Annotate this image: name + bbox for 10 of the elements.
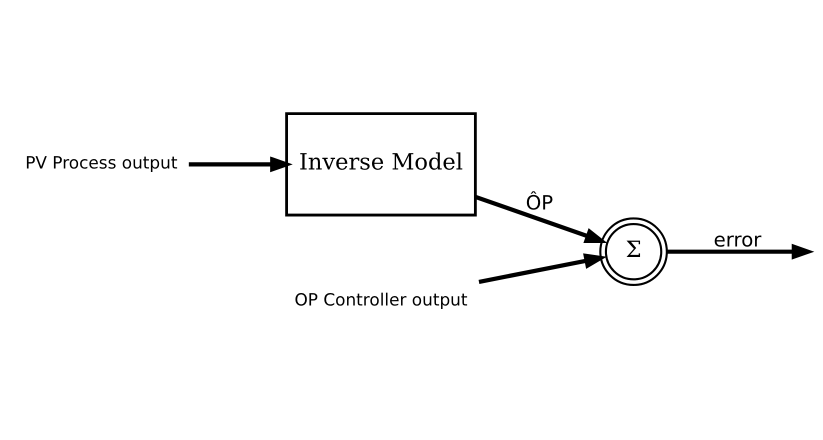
node-box: Inverse Model	[285, 112, 477, 216]
edge-label: ÔP	[526, 192, 554, 215]
node-text: PV Process output	[25, 152, 178, 173]
arrow	[478, 253, 607, 284]
arrow	[188, 156, 293, 172]
node-circle: Σ	[599, 217, 668, 286]
arrow	[474, 194, 608, 244]
edge-label: error	[714, 228, 762, 252]
arrow	[667, 244, 814, 260]
node-text: OP Controller output	[294, 289, 468, 310]
